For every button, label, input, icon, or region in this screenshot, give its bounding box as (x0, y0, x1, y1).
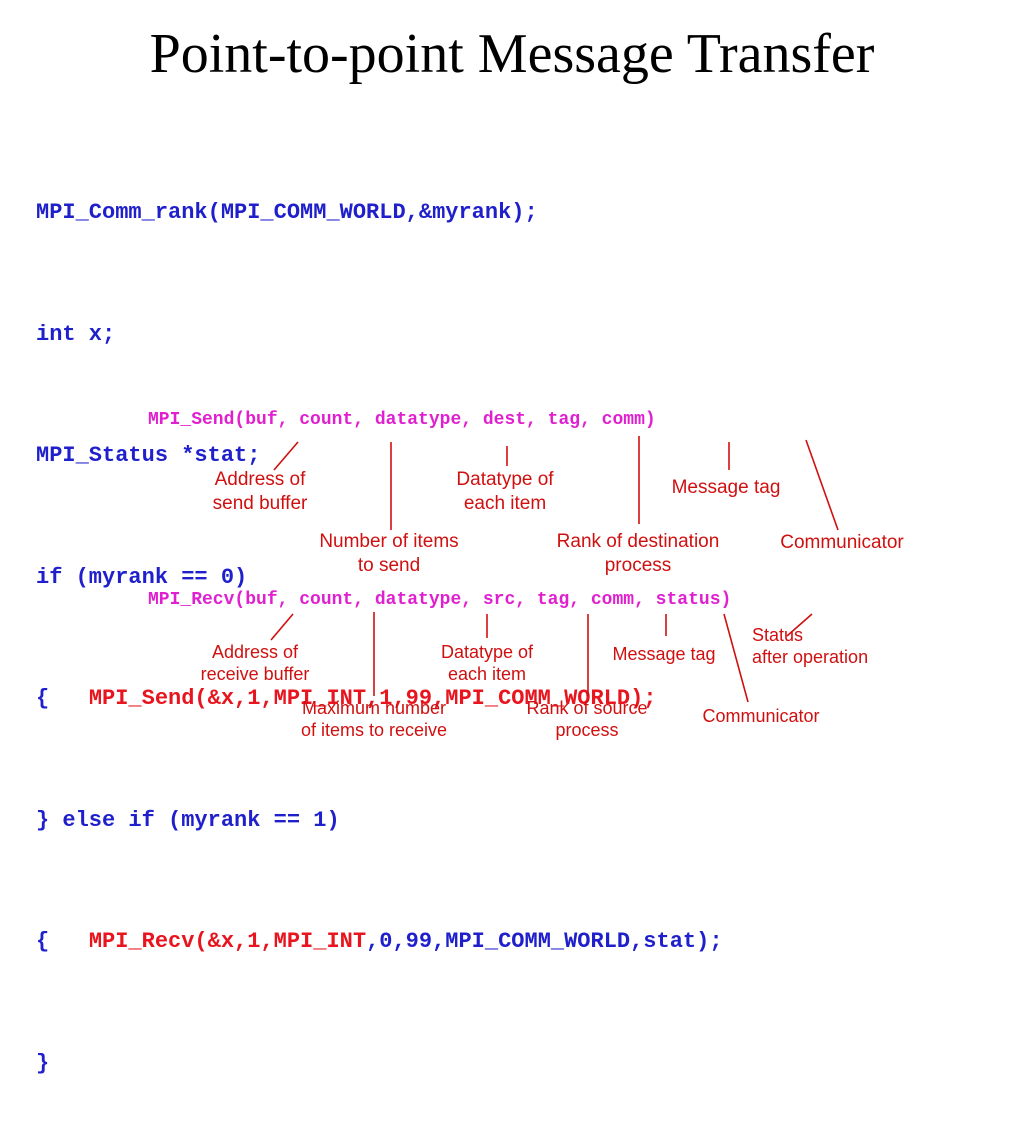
annotation-connectors (270, 436, 839, 703)
recv-annotation-status: Status after operation (752, 624, 902, 668)
recv-annotation-status-line-1: Status (752, 625, 804, 645)
send-annotation-datatype-line-1: Datatype of (456, 469, 554, 490)
code-line-7-recv-call-red: MPI_Recv(&x,1,MPI_INT (88, 929, 367, 954)
code-line-8: } (36, 1050, 50, 1076)
slide-title: Point-to-point Message Transfer (149, 23, 875, 85)
recv-annotation-address: Address of receive buffer (180, 641, 330, 685)
code-line-5-brace: { (36, 686, 89, 711)
send-annotation-count-line-1: Number of items (319, 531, 459, 552)
send-annotation-dest: Rank of destination process (528, 530, 748, 578)
code-line-3: MPI_Status *stat; (36, 443, 261, 468)
recv-annotation-src: Rank of source process (508, 697, 666, 741)
recv-signature: MPI_Recv(buf, count, datatype, src, tag,… (148, 590, 732, 610)
recv-annotation-count: Maximum number of items to receive (276, 697, 472, 741)
recv-annotation-address-line-2: receive buffer (200, 664, 310, 684)
code-line-2: int x; (36, 321, 116, 347)
recv-annotation-datatype-line-2: each item (447, 664, 527, 684)
recv-annotation-datatype: Datatype of each item (420, 641, 554, 685)
recv-annotation-status-line-2: after operation (752, 647, 869, 667)
send-annotation-tag: Message tag (650, 476, 802, 500)
send-connector-address (273, 441, 299, 471)
recv-annotation-datatype-line-1: Datatype of (440, 642, 534, 662)
recv-annotation-address-line-1: Address of (211, 642, 299, 662)
send-annotation-dest-line-1: Rank of destination (556, 531, 720, 552)
recv-connector-status (786, 613, 813, 637)
recv-annotation-comm-line-1: Communicator (702, 706, 820, 726)
recv-connector-comm (723, 613, 749, 703)
code-line-6: } else if (myrank == 1) (36, 807, 340, 833)
send-annotation-datatype-line-2: each item (463, 493, 547, 514)
code-line-7-recv-call-blue: ,0,99,MPI_COMM_WORLD,stat); (366, 929, 723, 954)
code-line-4: if (myrank == 0) (36, 564, 248, 590)
recv-annotation-src-line-1: Rank of source (526, 698, 648, 718)
send-annotation-count: Number of items to send (298, 530, 480, 578)
code-line-7-brace: { (36, 929, 89, 954)
recv-annotation-tag-line-1: Message tag (612, 644, 716, 664)
code-line-7: { MPI_Recv(&x,1,MPI_INT,0,99,MPI_COMM_WO… (36, 922, 723, 963)
send-connector-comm (805, 439, 839, 531)
recv-annotation-count-line-2: of items to receive (300, 720, 448, 740)
send-annotation-address-line-2: send buffer (212, 493, 308, 514)
code-line-1: MPI_Comm_rank(MPI_COMM_WORLD,&myrank); (36, 200, 538, 225)
send-annotation-address: Address of send buffer (190, 468, 330, 516)
code-line-5-send-call: MPI_Send(&x,1,MPI_INT,1,99,MPI_COMM_WORL… (88, 686, 657, 711)
send-annotation-count-line-2: to send (357, 555, 421, 576)
recv-annotation-comm: Communicator (684, 705, 838, 727)
recv-annotation-count-line-1: Maximum number (301, 698, 447, 718)
send-annotation-datatype: Datatype of each item (430, 468, 580, 516)
send-annotation-address-line-1: Address of (214, 469, 306, 490)
send-signature: MPI_Send(buf, count, datatype, dest, tag… (148, 410, 656, 430)
recv-connector-address (270, 613, 294, 641)
code-line-5: { MPI_Send(&x,1,MPI_INT,1,99,MPI_COMM_WO… (36, 679, 723, 720)
send-annotation-comm: Communicator (756, 531, 928, 555)
send-annotation-comm-line-1: Communicator (780, 532, 904, 553)
recv-annotation-src-line-2: process (555, 720, 619, 740)
send-annotation-tag-line-1: Message tag (671, 477, 781, 498)
send-annotation-dest-line-2: process (604, 555, 672, 576)
recv-annotation-tag: Message tag (598, 643, 730, 665)
